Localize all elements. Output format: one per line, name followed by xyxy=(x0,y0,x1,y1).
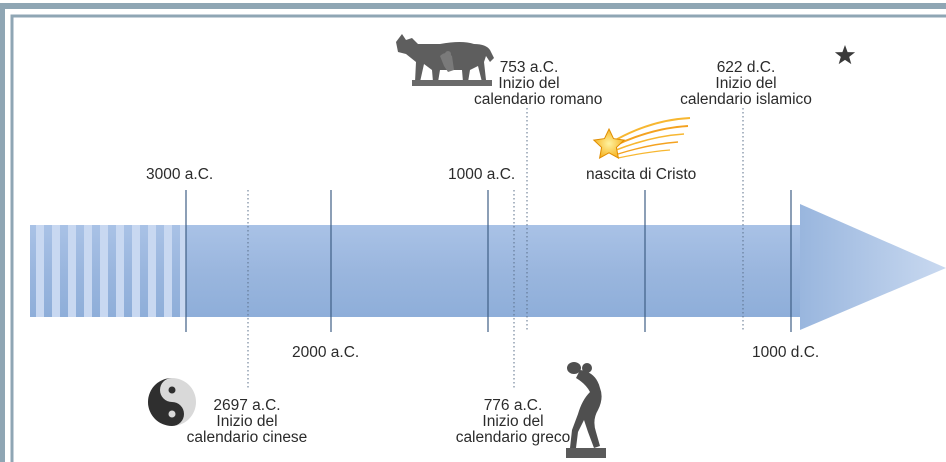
frame-border xyxy=(0,3,946,462)
event-rome-line1: Inizio del xyxy=(498,75,560,92)
event-islam-line2: calendario islamico xyxy=(680,91,812,108)
event-greece-year: 776 a.C. xyxy=(483,397,543,414)
event-greece-label: 776 a.C. Inizio del calendario greco xyxy=(450,398,576,446)
event-islam-line1: Inizio del xyxy=(715,75,777,92)
event-greece-line1: Inizio del xyxy=(482,413,544,430)
event-china-line2: calendario cinese xyxy=(186,429,308,446)
yin-yang-icon xyxy=(148,378,196,426)
event-lines xyxy=(247,108,744,388)
timeline-arrow xyxy=(30,204,946,330)
event-rome-line2: calendario romano xyxy=(474,91,603,108)
event-china-label: 2697 a.C. Inizio del calendario cinese xyxy=(182,398,312,446)
label-1000ad: 1000 d.C. xyxy=(752,344,820,361)
crescent-star-icon xyxy=(806,34,856,82)
event-rome-year: 753 a.C. xyxy=(499,59,559,76)
capitoline-wolf-icon xyxy=(396,34,494,86)
label-christ: nascita di Cristo xyxy=(586,166,697,183)
event-greece-line2: calendario greco xyxy=(455,429,571,446)
event-islam-year: 622 d.C. xyxy=(716,59,776,76)
event-china-line1: Inizio del xyxy=(216,413,278,430)
label-2000bc: 2000 a.C. xyxy=(292,344,360,361)
frame-inner-border xyxy=(10,14,946,462)
event-china-year: 2697 a.C. xyxy=(213,397,281,414)
label-1000bc: 1000 a.C. xyxy=(448,166,516,183)
event-rome-label: 753 a.C. Inizio del calendario romano xyxy=(474,59,603,108)
event-islam-label: 622 d.C. Inizio del calendario islamico xyxy=(676,60,816,108)
shooting-star-icon xyxy=(592,117,691,160)
scale-lines xyxy=(185,190,792,332)
label-3000bc: 3000 a.C. xyxy=(146,166,214,183)
arrow-tail-stripes xyxy=(36,225,186,317)
discobolus-icon xyxy=(566,362,606,458)
